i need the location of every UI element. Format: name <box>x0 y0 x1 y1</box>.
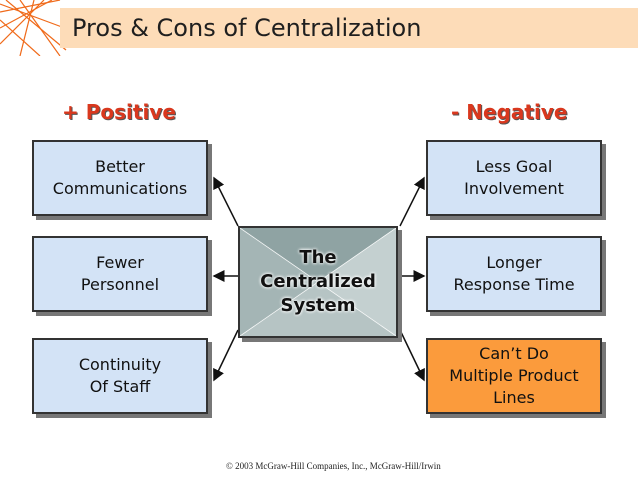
box-less-goal-involvement: Less Goal Involvement <box>426 140 602 216</box>
beveled-background <box>240 228 396 336</box>
negative-header: - Negative <box>451 100 568 124</box>
arrow-to-better-communications <box>213 176 239 227</box>
box-continuity-of-staff: Continuity Of Staff <box>32 338 208 414</box>
box-cant-do-multiple-product-lines-label: Can’t Do Multiple Product Lines <box>449 344 579 407</box>
centralized-system-box: The Centralized System <box>238 226 398 338</box>
corner-decoration <box>0 0 71 56</box>
page-title: Pros & Cons of Centralization <box>72 14 422 42</box>
box-continuity-of-staff-label: Continuity Of Staff <box>78 355 162 396</box>
positive-header: + Positive <box>62 100 176 124</box>
box-longer-response-time: Longer Response Time <box>426 236 602 312</box>
box-better-communications: Better Communications <box>32 140 208 216</box>
box-longer-response-time-label: Longer Response Time <box>453 253 575 294</box>
box-fewer-personnel-label: Fewer Personnel <box>80 253 160 294</box>
title-band <box>60 8 638 48</box>
arrow-to-continuity-of-staff <box>213 329 239 382</box>
box-fewer-personnel: Fewer Personnel <box>32 236 208 312</box>
box-cant-do-multiple-product-lines: Can’t Do Multiple Product Lines <box>426 338 602 414</box>
box-less-goal-involvement-label: Less Goal Involvement <box>464 157 564 198</box>
box-better-communications-label: Better Communications <box>52 157 188 198</box>
centralized-system-label: The Centralized System <box>260 247 376 316</box>
arrow-to-cant-do-multiple-product-lines <box>399 329 425 382</box>
copyright-footer: © 2003 McGraw-Hill Companies, Inc., McGr… <box>226 461 441 471</box>
arrow-to-less-goal-involvement <box>399 176 425 227</box>
